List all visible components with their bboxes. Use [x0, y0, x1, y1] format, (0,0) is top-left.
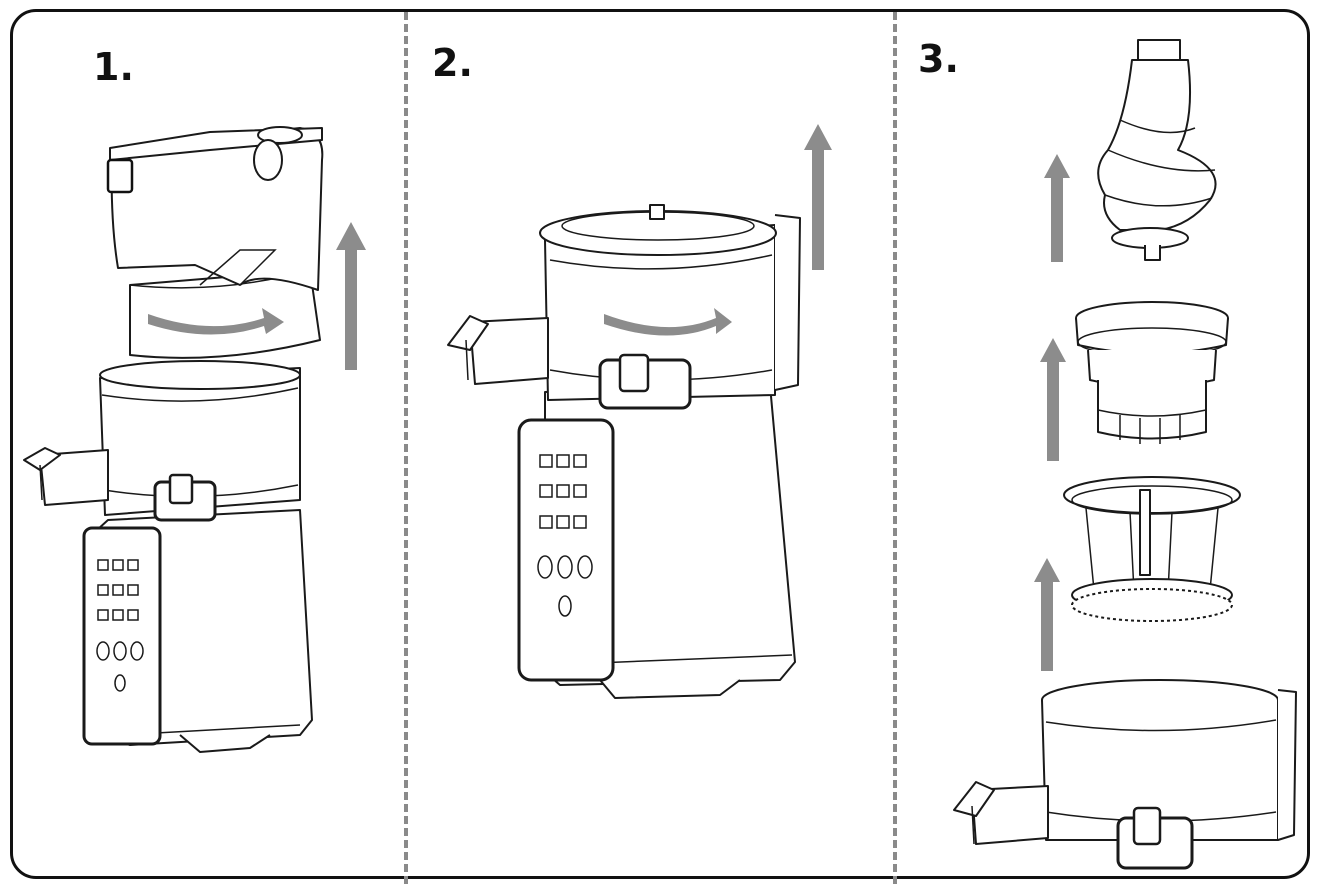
auger-part [1097, 39, 1217, 261]
step-divider-1 [404, 12, 408, 884]
up-arrow-icon [336, 222, 366, 370]
rotating-brush-part [1063, 476, 1241, 622]
step-1-label: 1. [93, 45, 134, 89]
control-buttons [96, 559, 144, 692]
step-2-label: 2. [432, 41, 473, 85]
up-arrow-icon [804, 124, 832, 270]
rotate-arrow-icon [148, 308, 284, 335]
step-divider-2 [893, 12, 897, 884]
step-3-label: 3. [918, 37, 959, 81]
up-arrow-icon [1044, 154, 1070, 262]
control-buttons [537, 454, 593, 617]
up-arrow-icon [1034, 558, 1060, 671]
strainer-part [1075, 301, 1229, 444]
up-arrow-icon [1040, 338, 1066, 461]
rotate-arrow-icon [604, 308, 732, 336]
juicing-bowl-part [953, 679, 1297, 870]
